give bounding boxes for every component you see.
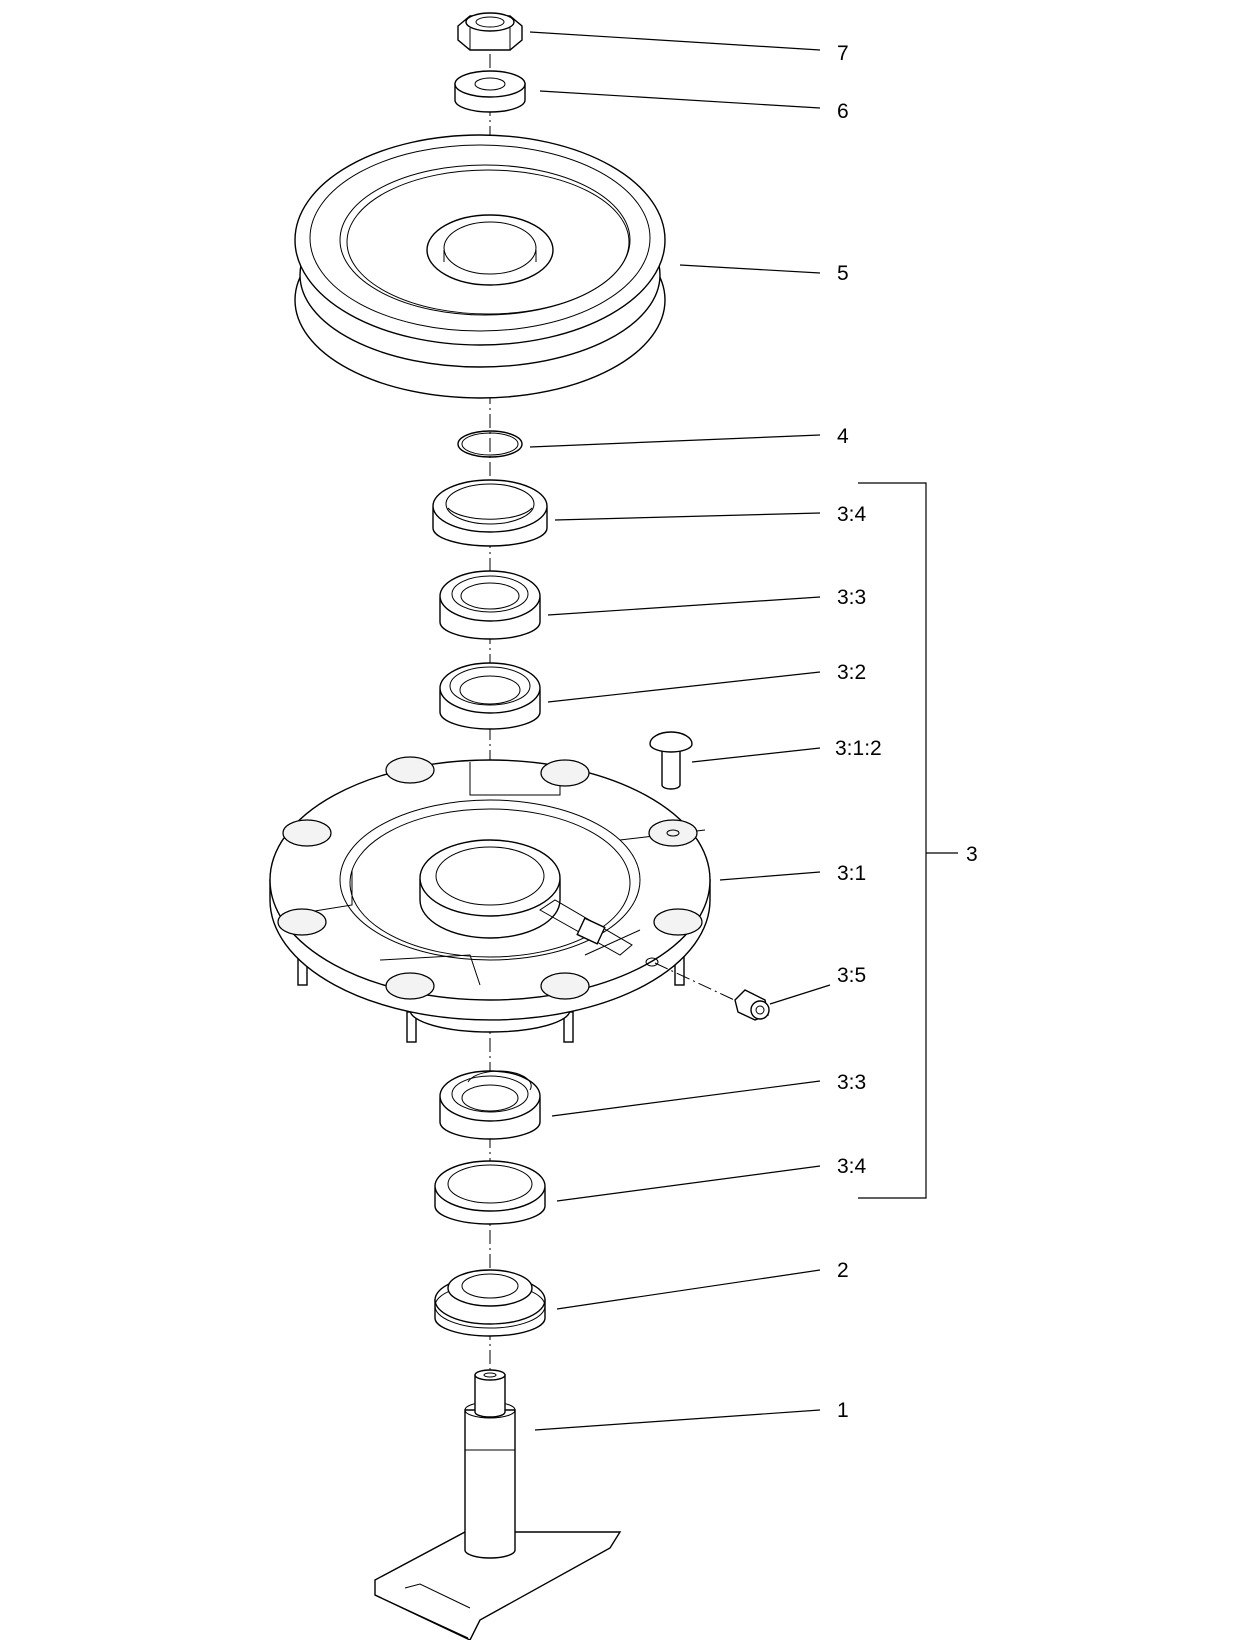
- part-6-washer[interactable]: [454, 70, 526, 113]
- callout-6: 6: [837, 100, 849, 123]
- part-3-3-bottom-bearing[interactable]: [439, 1070, 541, 1140]
- leader-lines: [529, 31, 958, 1431]
- part-1-spindle-shaft[interactable]: [374, 1369, 622, 1640]
- part-3-1-housing[interactable]: [269, 756, 711, 1043]
- part-3-4-bottom-cup[interactable]: [434, 1160, 546, 1225]
- callout-7: 7: [837, 42, 849, 65]
- callout-3: 3: [966, 843, 978, 866]
- callout-labels: 7 6 5 4 3:4 3:3 3:2 3:1:2 3:1 3 3:5 3:3 …: [835, 42, 978, 1422]
- callout-3-3-top: 3:3: [837, 586, 866, 609]
- callout-4: 4: [837, 425, 849, 448]
- callout-3-1: 3:1: [837, 862, 866, 885]
- part-3-2-bearing[interactable]: [439, 662, 541, 730]
- part-3-5-grease-fitting[interactable]: [654, 962, 770, 1021]
- part-3-3-top-bearing[interactable]: [439, 570, 541, 640]
- part-2-seal[interactable]: [434, 1269, 546, 1337]
- part-4-o-ring[interactable]: [457, 430, 523, 458]
- callout-5: 5: [837, 262, 849, 285]
- callout-3-4-top: 3:4: [837, 503, 867, 526]
- callout-3-2: 3:2: [837, 661, 866, 684]
- callout-2: 2: [837, 1259, 849, 1282]
- part-7-lock-nut[interactable]: [457, 12, 523, 51]
- callout-3-3-bottom: 3:3: [837, 1071, 866, 1094]
- callout-3-5: 3:5: [837, 964, 866, 987]
- callout-1: 1: [837, 1399, 849, 1422]
- callout-3-1-2: 3:1:2: [835, 737, 882, 760]
- part-3-4-top-cup[interactable]: [432, 479, 548, 547]
- part-3-1-2-bolt[interactable]: [649, 731, 693, 790]
- callout-3-4-bottom: 3:4: [837, 1155, 867, 1178]
- part-5-pulley[interactable]: [294, 134, 666, 399]
